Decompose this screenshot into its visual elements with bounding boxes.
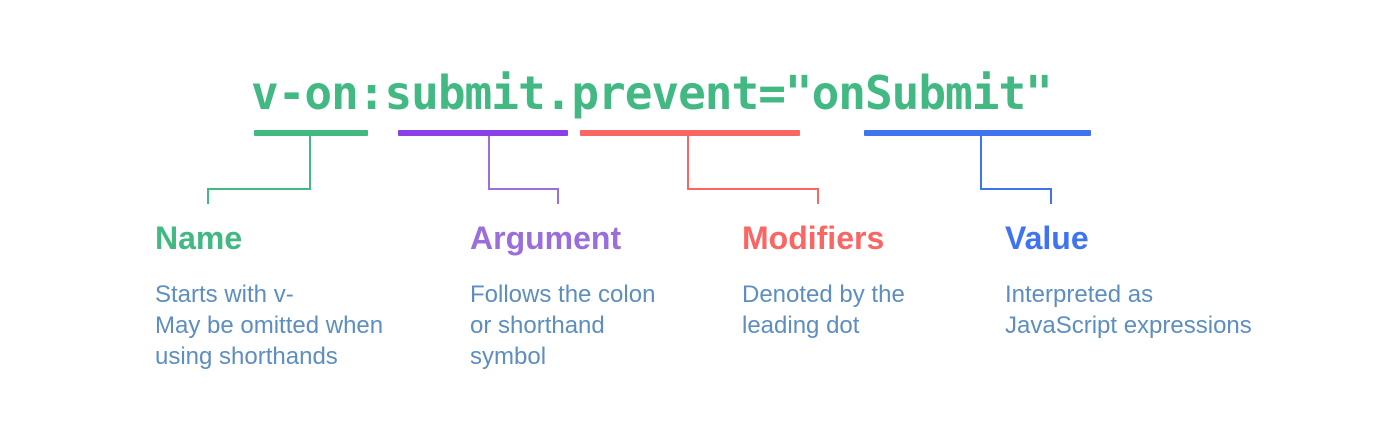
description-line: Interpreted as bbox=[1005, 281, 1154, 308]
modifiers-connector-line bbox=[687, 136, 819, 190]
modifiers-connector-stub bbox=[817, 188, 819, 204]
description-line: JavaScript expressions bbox=[1005, 312, 1252, 339]
description-line: symbol bbox=[470, 343, 547, 370]
value-connector-stub bbox=[1050, 188, 1052, 204]
description-line: Denoted by the bbox=[742, 281, 905, 308]
modifiers-description: Denoted by the leading dot bbox=[742, 279, 905, 341]
modifiers-label: Modifiers bbox=[742, 220, 885, 256]
name-description: Starts with v- May be omitted when using… bbox=[155, 279, 383, 372]
argument-underline bbox=[398, 130, 568, 136]
description-line: or shorthand bbox=[470, 312, 605, 339]
value-connector-line bbox=[980, 136, 1052, 190]
name-underline bbox=[254, 130, 368, 136]
value-label: Value bbox=[1005, 220, 1089, 256]
description-line: Follows the colon bbox=[470, 281, 656, 308]
argument-label: Argument bbox=[470, 220, 622, 256]
modifiers-underline bbox=[580, 130, 800, 136]
name-label: Name bbox=[155, 220, 243, 256]
description-line: Starts with v- bbox=[155, 281, 294, 308]
value-underline bbox=[864, 130, 1091, 136]
argument-connector-line bbox=[488, 136, 559, 190]
argument-description: Follows the colon or shorthand symbol bbox=[470, 279, 655, 372]
description-line: using shorthands bbox=[155, 343, 338, 370]
description-line: May be omitted when bbox=[155, 312, 384, 339]
name-connector-stub bbox=[207, 188, 209, 204]
value-description: Interpreted as JavaScript expressions bbox=[1005, 279, 1252, 341]
description-line: leading dot bbox=[742, 312, 860, 339]
code-expression: v-on:submit.prevent="onSubmit" bbox=[251, 66, 1053, 120]
argument-connector-stub bbox=[557, 188, 559, 204]
name-connector-line bbox=[207, 136, 311, 190]
